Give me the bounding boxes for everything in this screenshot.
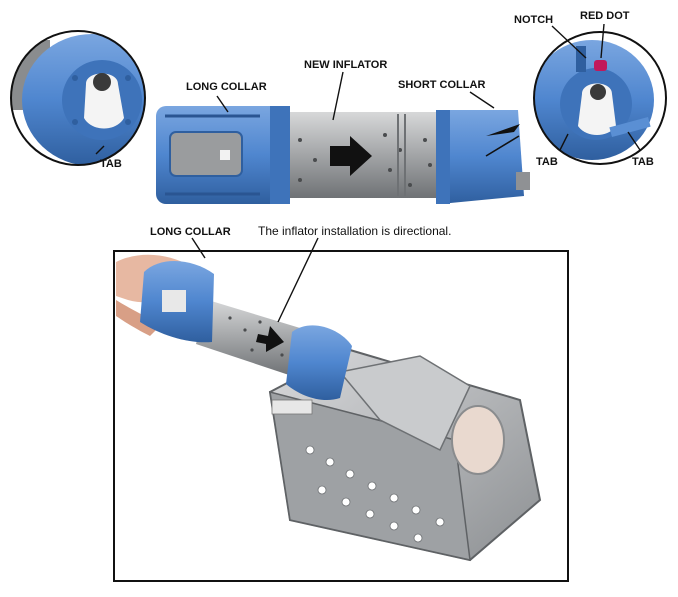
bottom-direction-arrow-icon [256,326,284,352]
short-collar [436,110,530,204]
label-notch: NOTCH [514,14,553,26]
caption-directional: The inflator installation is directional… [258,224,451,238]
leader-lines-bottom [191,237,319,323]
leader-arrowheads [485,124,520,157]
housing-holes [305,445,445,543]
label-tab-left: TAB [100,158,122,170]
label-long-collar-top: LONG COLLAR [186,81,267,93]
label-tab-right-2: TAB [632,156,654,168]
label-tab-right-1: TAB [536,156,558,168]
left-detail-circle [10,30,146,166]
label-red-dot: RED DOT [580,10,630,22]
red-dot-marker [594,60,607,71]
inflator-holes [298,133,432,187]
label-new-inflator: NEW INFLATOR [304,59,387,71]
label-long-collar-bottom: LONG COLLAR [150,226,231,238]
inflator-assembly [156,106,530,204]
install-photo [116,254,542,562]
short-collar-bottom [286,325,352,401]
long-collar-top [156,106,290,204]
leader-lines-top [95,23,641,155]
label-short-collar: SHORT COLLAR [398,79,485,91]
right-detail-circle [533,31,667,165]
direction-arrow-icon [330,136,372,176]
